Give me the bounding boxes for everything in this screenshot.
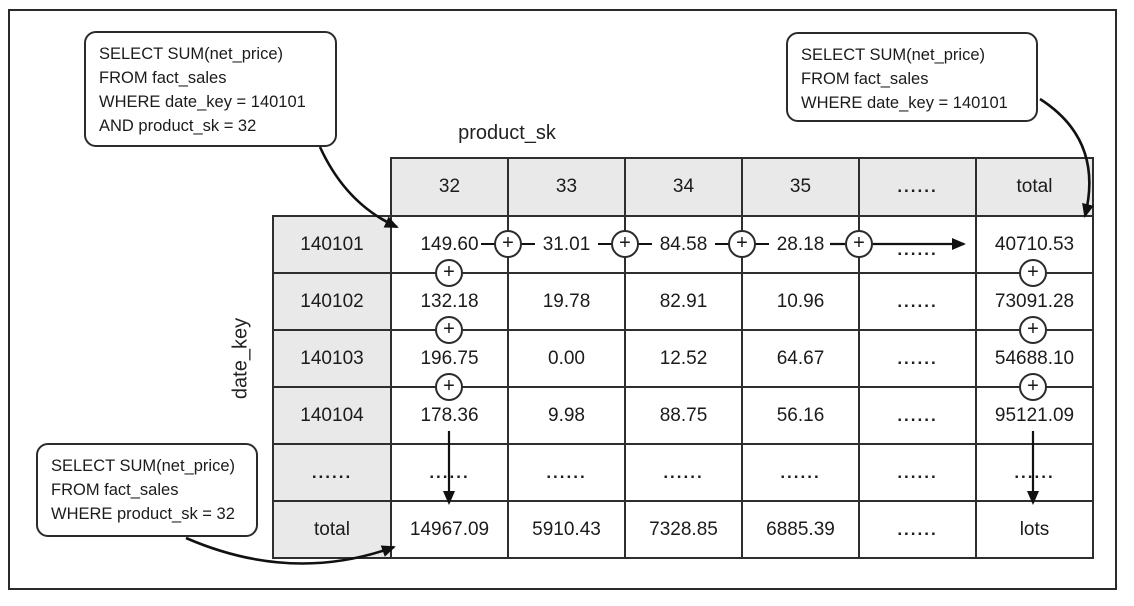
plus-glyph: + (619, 232, 631, 254)
data-cell: 6885.39 (741, 500, 860, 559)
data-cell: 56.16 (741, 386, 860, 445)
data-cell: ...... (858, 500, 977, 559)
sql-line: WHERE product_sk = 32 (51, 505, 235, 523)
row-axis-label: date_key (229, 317, 252, 400)
sql-callout-top-left: SELECT SUM(net_price) FROM fact_sales WH… (84, 31, 337, 147)
data-cell: 7328.85 (624, 500, 743, 559)
data-cell: ...... (858, 386, 977, 445)
plus-glyph: + (853, 232, 865, 254)
plus-icon: + (494, 230, 522, 258)
plus-icon: + (611, 230, 639, 258)
sql-line: FROM fact_sales (51, 481, 179, 499)
data-cell: 31.01 (507, 215, 626, 274)
plus-icon: + (1019, 259, 1047, 287)
col-header-cell: 32 (390, 157, 509, 217)
data-cell: 64.67 (741, 329, 860, 388)
plus-icon: + (435, 316, 463, 344)
row-header-cell: 140104 (272, 386, 392, 445)
column-axis-label: product_sk (458, 122, 556, 144)
plus-icon: + (435, 373, 463, 401)
sql-callout-bottom-left: SELECT SUM(net_price) FROM fact_sales WH… (36, 443, 258, 537)
data-cell: 88.75 (624, 386, 743, 445)
plus-glyph: + (443, 318, 455, 340)
sql-line: AND product_sk = 32 (99, 117, 257, 135)
row-header-cell: 140102 (272, 272, 392, 331)
plus-glyph: + (1027, 318, 1039, 340)
data-cell: 0.00 (507, 329, 626, 388)
col-header-cell: 33 (507, 157, 626, 217)
col-header-cell: 35 (741, 157, 860, 217)
plus-glyph: + (1027, 261, 1039, 283)
data-cell: 82.91 (624, 272, 743, 331)
sql-line: WHERE date_key = 140101 (801, 94, 1008, 112)
data-cell: 28.18 (741, 215, 860, 274)
data-cell: 12.52 (624, 329, 743, 388)
row-header-cell: ...... (272, 443, 392, 502)
plus-icon: + (728, 230, 756, 258)
data-cell: 10.96 (741, 272, 860, 331)
sql-line: WHERE date_key = 140101 (99, 93, 306, 111)
row-header-cell: 140103 (272, 329, 392, 388)
sql-line: FROM fact_sales (801, 70, 929, 88)
data-cell: 40710.53 (975, 215, 1094, 274)
col-header-cell: 34 (624, 157, 743, 217)
sql-line: FROM fact_sales (99, 69, 227, 87)
plus-glyph: + (736, 232, 748, 254)
data-cell: ...... (741, 443, 860, 502)
data-cell: ...... (858, 272, 977, 331)
plus-glyph: + (443, 375, 455, 397)
data-cell: 9.98 (507, 386, 626, 445)
col-header-cell: total (975, 157, 1094, 217)
figure-border (8, 9, 1117, 590)
data-cell: lots (975, 500, 1094, 559)
data-cell: 19.78 (507, 272, 626, 331)
data-cell: 14967.09 (390, 500, 509, 559)
row-header-cell: total (272, 500, 392, 559)
data-cell: ...... (975, 443, 1094, 502)
plus-icon: + (845, 230, 873, 258)
data-cell: 84.58 (624, 215, 743, 274)
plus-glyph: + (502, 232, 514, 254)
sql-callout-top-right: SELECT SUM(net_price) FROM fact_sales WH… (786, 32, 1038, 122)
data-cell: ...... (858, 215, 977, 274)
data-cell: 5910.43 (507, 500, 626, 559)
sql-line: SELECT SUM(net_price) (99, 45, 284, 63)
row-header-cell: 140101 (272, 215, 392, 274)
col-header-cell: ...... (858, 157, 977, 217)
data-cell: ...... (858, 329, 977, 388)
plus-icon: + (435, 259, 463, 287)
data-cell: ...... (858, 443, 977, 502)
plus-glyph: + (1027, 375, 1039, 397)
data-cell: ...... (507, 443, 626, 502)
plus-icon: + (1019, 373, 1047, 401)
plus-icon: + (1019, 316, 1047, 344)
data-cell: ...... (624, 443, 743, 502)
sql-line: SELECT SUM(net_price) (51, 457, 236, 475)
sql-line: SELECT SUM(net_price) (801, 46, 986, 64)
plus-glyph: + (443, 261, 455, 283)
data-cell: ...... (390, 443, 509, 502)
